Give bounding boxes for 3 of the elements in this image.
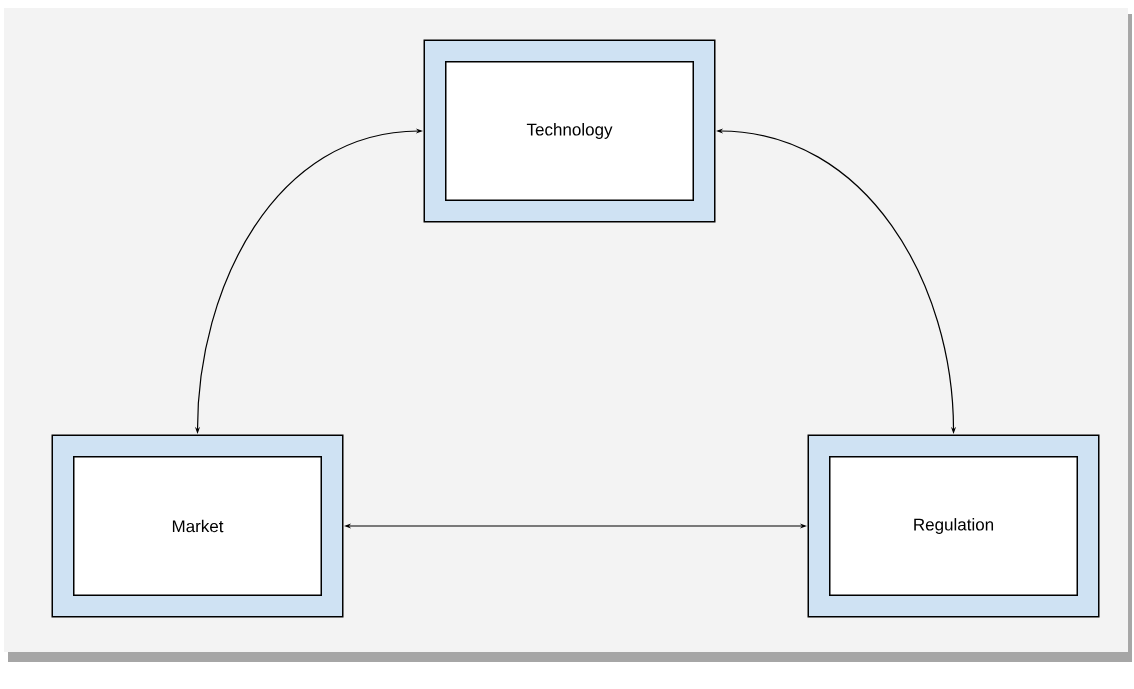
process-box: Regulation: [807, 434, 1100, 618]
process-box: Market: [51, 434, 344, 618]
process-box: Technology: [423, 39, 716, 223]
